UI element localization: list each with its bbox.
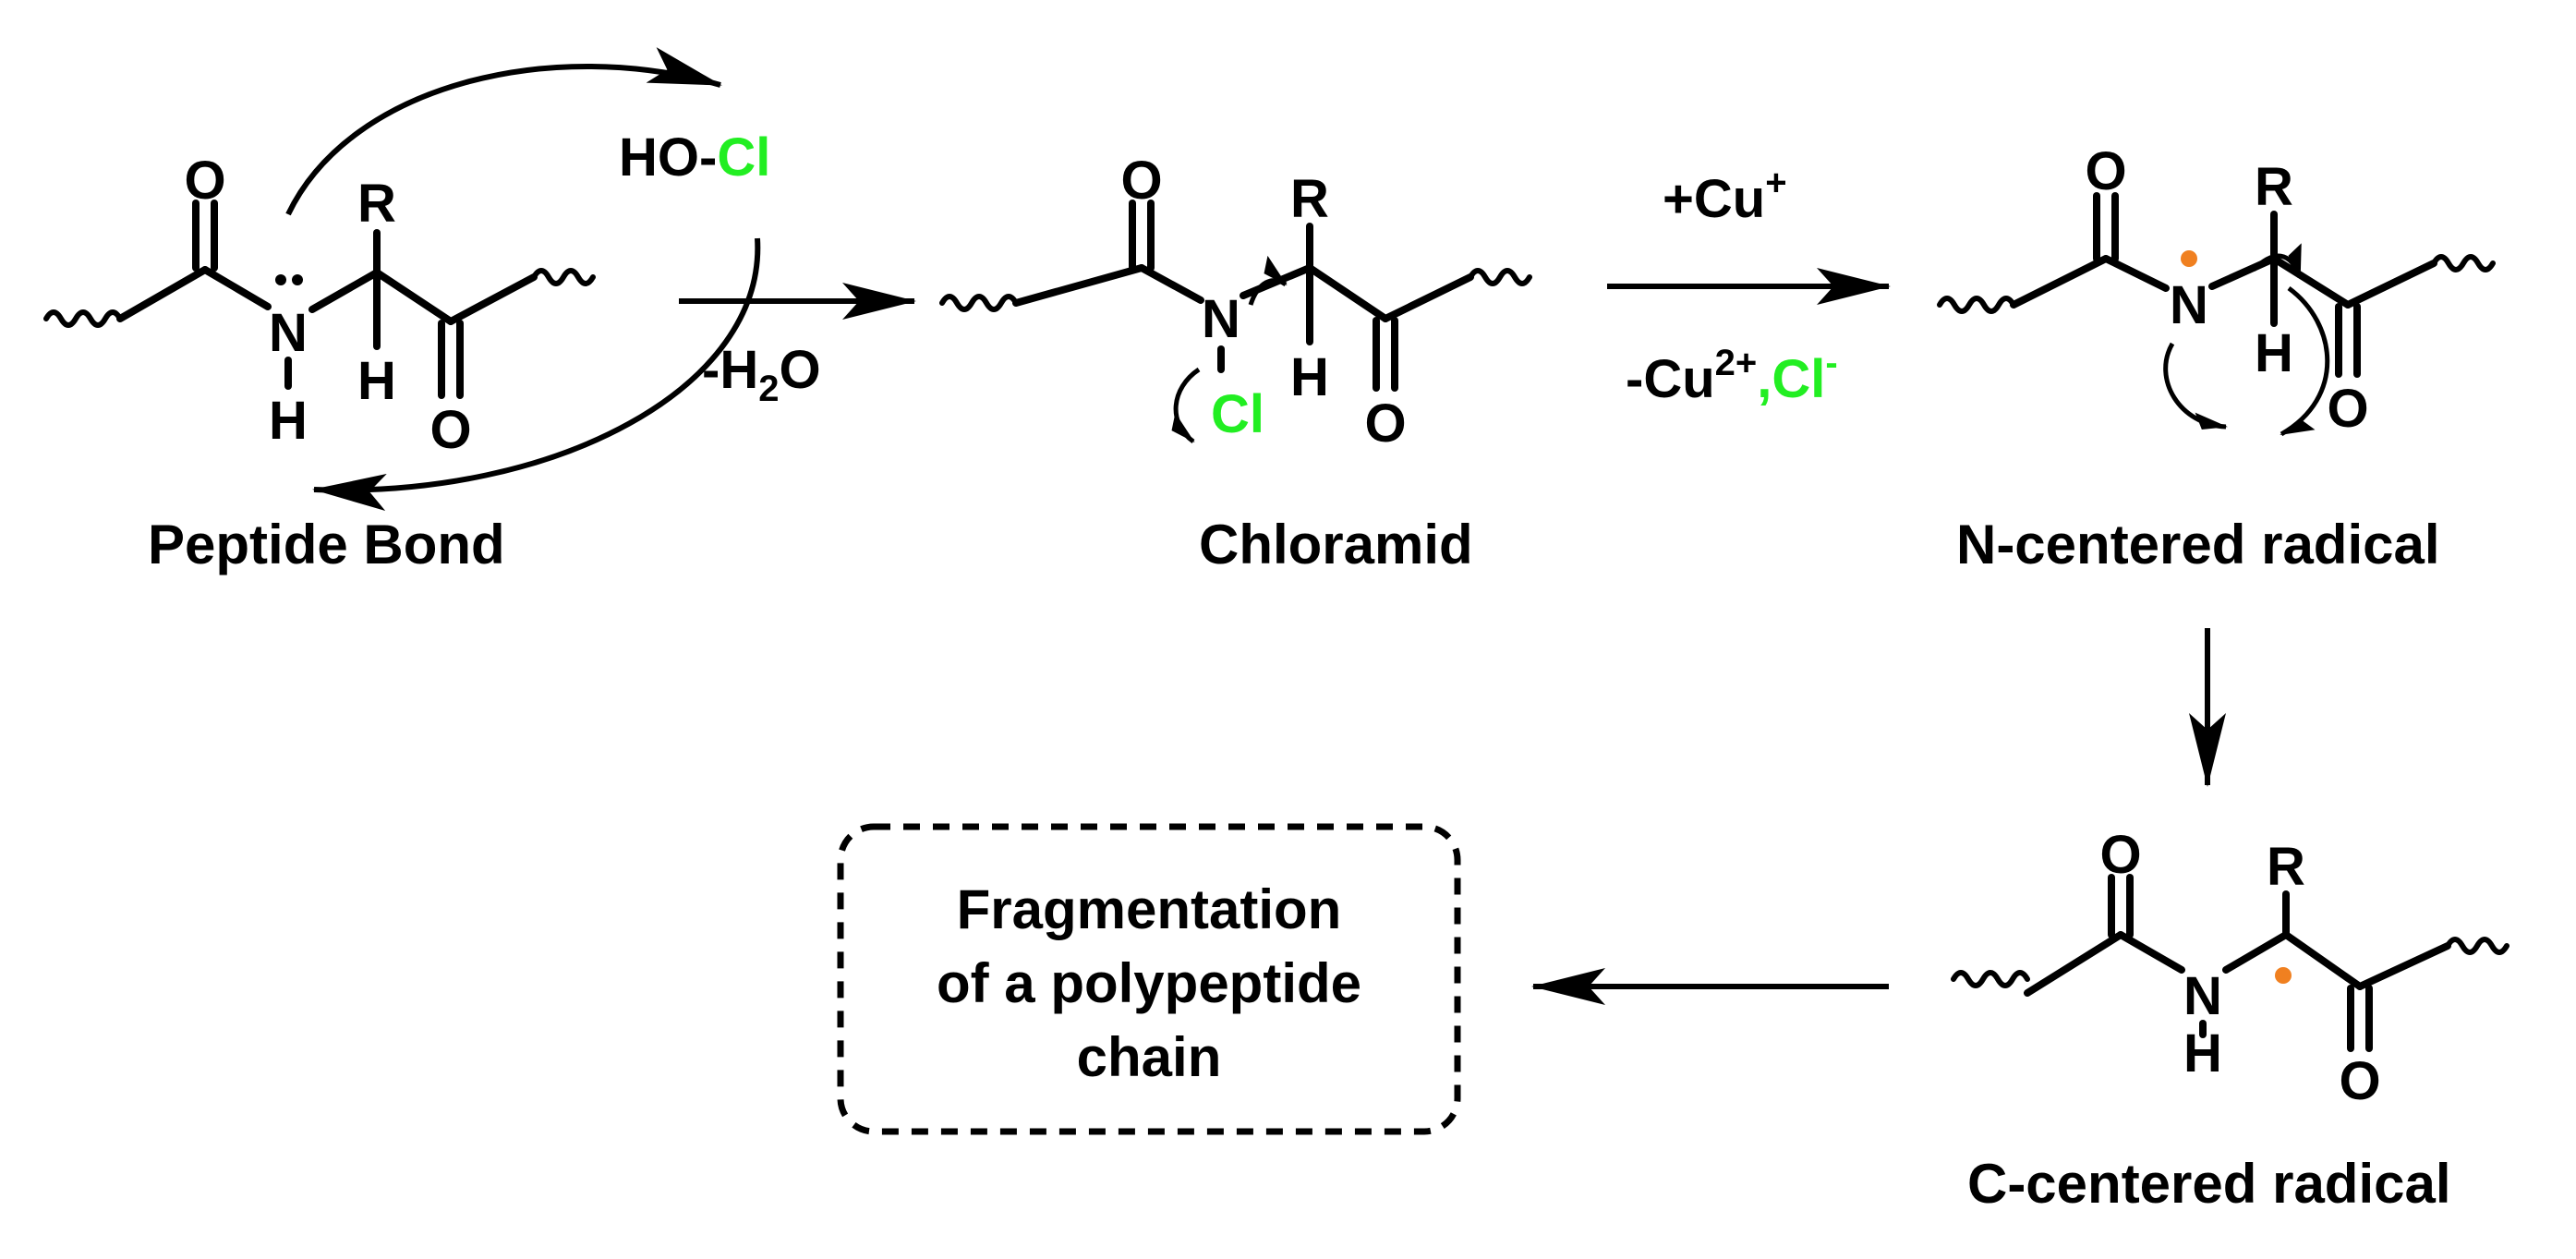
chloramid-molecule: O N Cl R H O xyxy=(939,151,1532,454)
chlorine-atom: Cl xyxy=(1211,384,1264,444)
oxygen-atom: O xyxy=(2339,1051,2380,1111)
nitrogen-atom: N xyxy=(2170,275,2208,335)
oxygen-atom: O xyxy=(2099,825,2141,885)
wavy-bond xyxy=(2431,254,2496,272)
wavy-bond xyxy=(1937,296,2016,314)
n-radical-label: N-centered radical xyxy=(1956,514,2440,575)
nitrogen-atom: N xyxy=(1202,289,1240,349)
hocl-reagent: HO-Cl xyxy=(619,127,770,188)
c-radical-molecule: O N H R O xyxy=(1951,825,2509,1111)
n-radical-molecule: O N R H O xyxy=(1937,141,2496,439)
minus-water-label: -H2O xyxy=(702,340,821,409)
lone-pair-dot xyxy=(275,274,286,285)
r-group: R xyxy=(357,174,396,234)
hydrogen-atom: H xyxy=(1290,347,1329,407)
r-group: R xyxy=(2267,837,2305,897)
fragmentation-line-1: Fragmentation xyxy=(957,878,1342,940)
fragmentation-line-2: of a polypeptide xyxy=(937,952,1361,1014)
radical-dot xyxy=(2181,250,2197,267)
oxygen-atom: O xyxy=(2327,379,2368,439)
wavy-bond xyxy=(939,294,1019,312)
oxygen-atom: O xyxy=(2085,141,2126,201)
c-radical-label: C-centered radical xyxy=(1967,1153,2451,1215)
hydrogen-atom: H xyxy=(269,391,308,451)
plus-cu-label: +Cu+ xyxy=(1663,163,1787,229)
nitrogen-atom: N xyxy=(2183,966,2222,1026)
oxygen-atom: O xyxy=(429,400,471,460)
peptide-bond-label: Peptide Bond xyxy=(148,514,505,575)
wavy-bond xyxy=(43,309,123,328)
wavy-bond xyxy=(2445,937,2509,955)
lone-pair-dot xyxy=(292,274,303,285)
wavy-bond xyxy=(1951,970,2030,988)
hydrogen-atom: H xyxy=(2183,1023,2222,1083)
oxygen-atom: O xyxy=(184,151,225,211)
oxygen-atom: O xyxy=(1120,151,1162,211)
curved-arrow-nitrogen-to-cl xyxy=(285,47,722,216)
peptide-bond-molecule: O N H R H O xyxy=(43,151,596,460)
minus-cu-cl-label: -Cu2+,Cl- xyxy=(1626,343,1838,409)
curly-arrow xyxy=(2280,285,2330,437)
fragmentation-line-3: chain xyxy=(1077,1026,1222,1088)
curly-arrow xyxy=(1171,367,1201,444)
curly-arrow xyxy=(2163,342,2228,430)
wavy-bond xyxy=(1468,268,1532,286)
fragmentation-box xyxy=(837,823,1461,1135)
radical-dot xyxy=(2275,967,2292,984)
oxygen-atom: O xyxy=(1364,393,1406,454)
r-group: R xyxy=(2255,157,2293,217)
curly-arrow xyxy=(2252,243,2303,279)
curly-arrow xyxy=(1248,255,1288,306)
hydrogen-atom: H xyxy=(2255,323,2293,383)
hydrogen-atom: H xyxy=(357,351,396,411)
wavy-bond xyxy=(531,268,596,286)
nitrogen-atom: N xyxy=(269,303,308,363)
r-group: R xyxy=(1290,169,1329,229)
chloramid-label: Chloramid xyxy=(1199,514,1473,575)
